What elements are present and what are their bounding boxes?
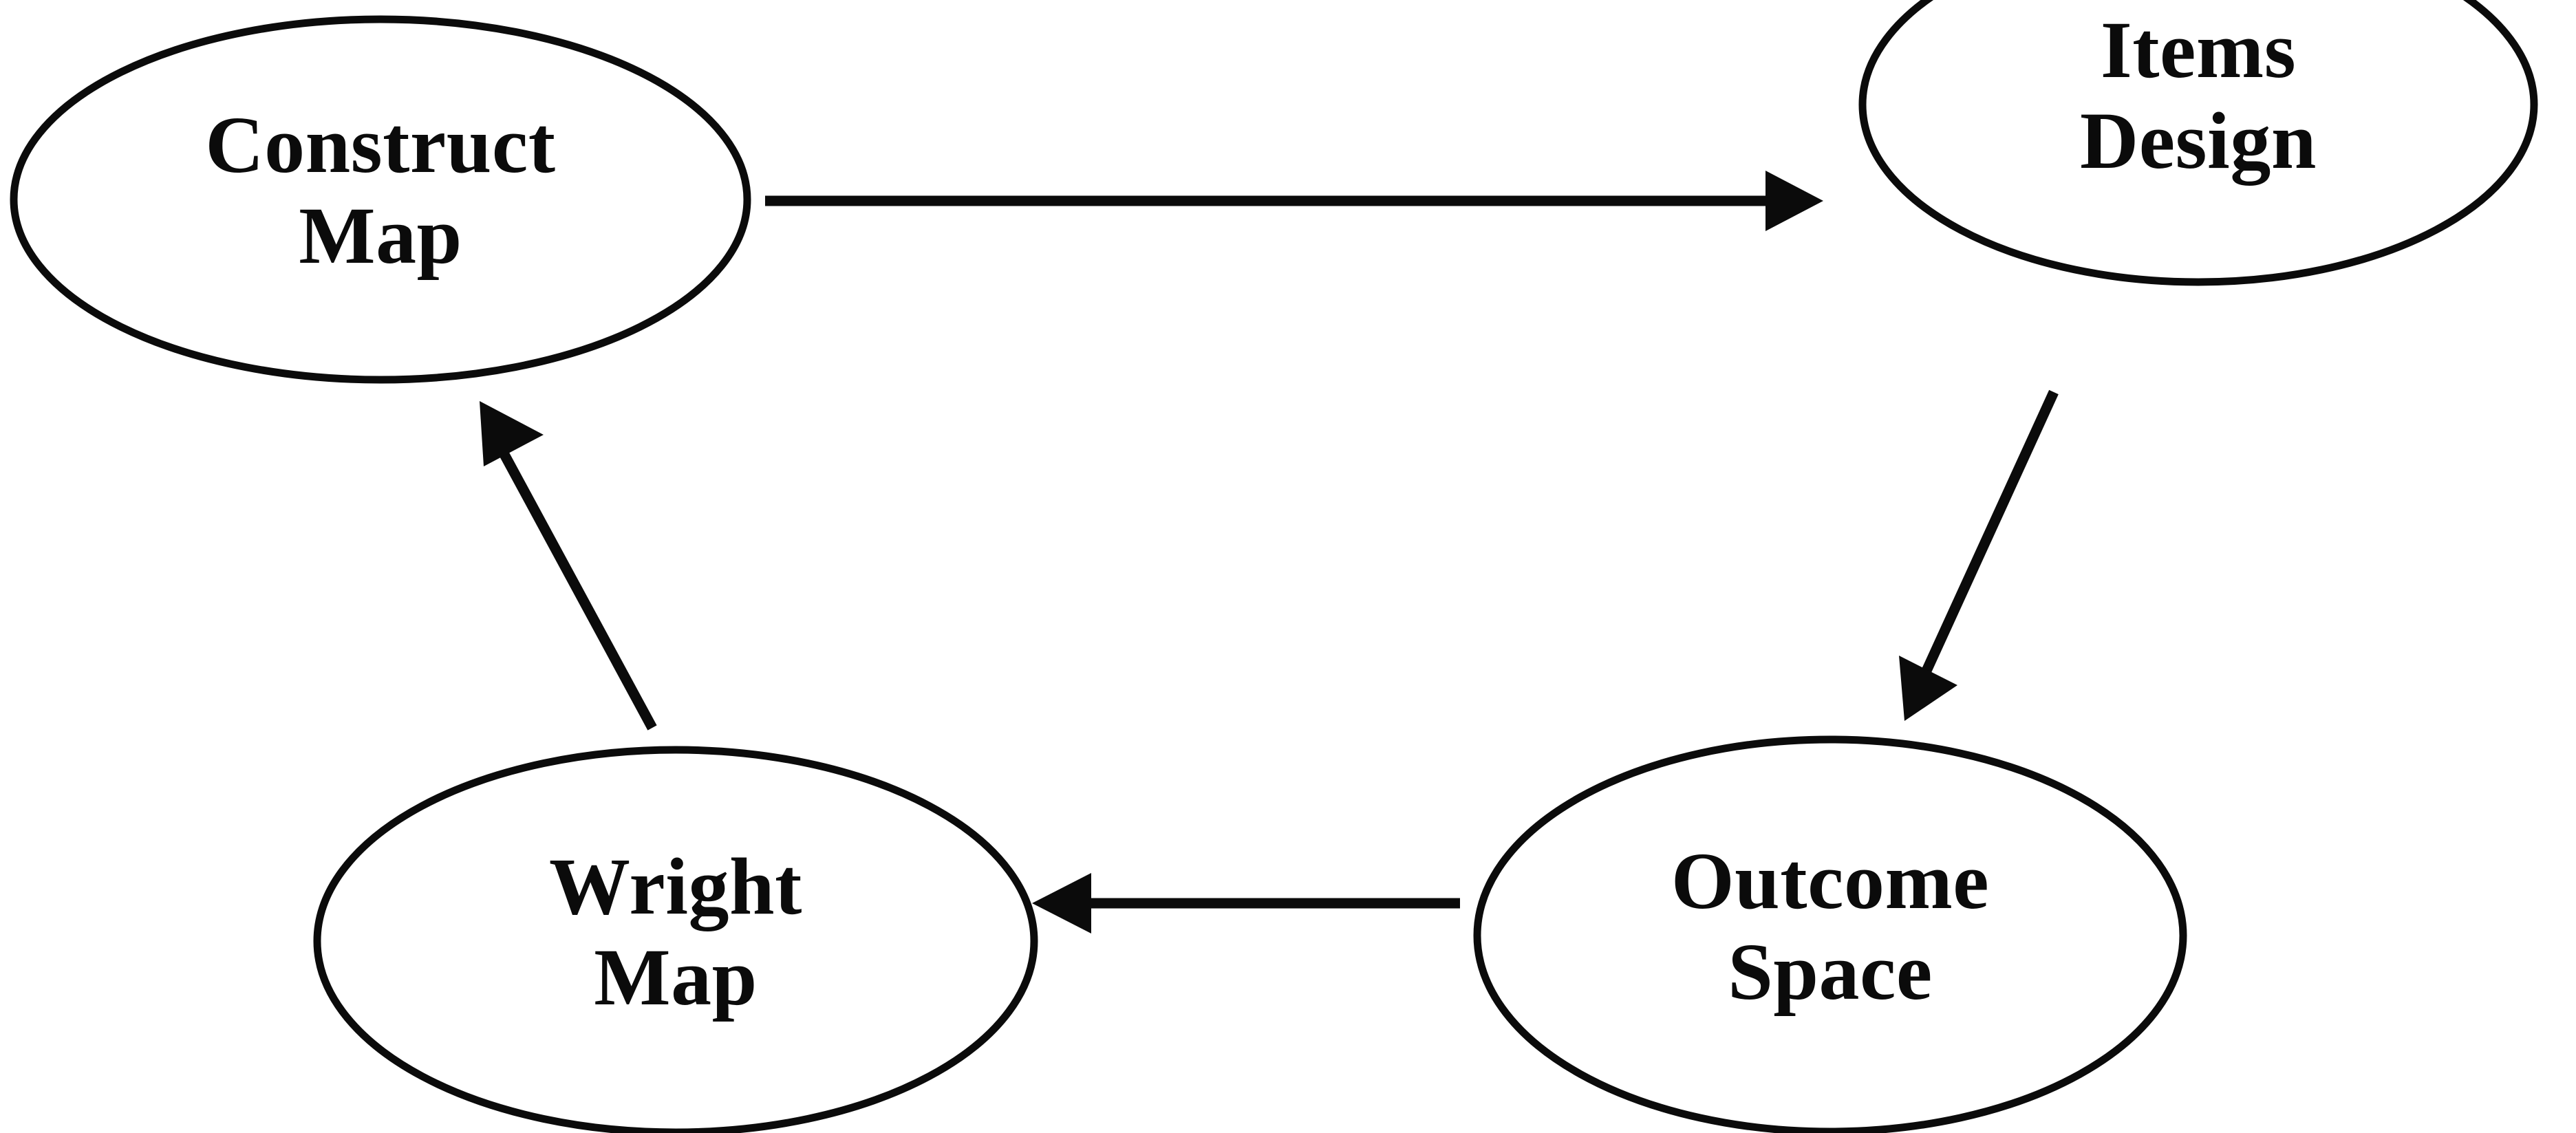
edge-construct-map-to-items-design[interactable] [765, 171, 1823, 231]
items-design-label-line1: Items [2101, 5, 2296, 95]
edge-outcome-space-to-wright-map[interactable] [1032, 873, 1460, 934]
node-construct-map[interactable]: Construct Map [10, 15, 751, 384]
wright-map-ellipse [313, 746, 1038, 1133]
arrowhead-left-icon [1032, 873, 1091, 934]
arrowhead-right-icon [1765, 171, 1823, 231]
construct-map-label-line1: Construct [205, 100, 555, 190]
edge-line-items-design-to-outcome-space [1922, 389, 2059, 673]
items-design-ellipse [1858, 0, 2538, 286]
node-outcome-space[interactable]: Outcome Space [1473, 735, 2187, 1133]
node-items-design[interactable]: Items Design [1858, 0, 2538, 286]
outcome-space-label-line2: Space [1728, 927, 1933, 1017]
edge-wright-map-to-construct-map[interactable] [480, 401, 657, 731]
construct-map-label-line2: Map [299, 191, 462, 281]
construct-map-ellipse [10, 15, 751, 384]
items-design-label-line2: Design [2080, 96, 2317, 186]
arrowhead-up-left-icon [480, 401, 544, 466]
outcome-space-ellipse [1473, 735, 2187, 1133]
outcome-space-label-line1: Outcome [1671, 836, 1989, 926]
wright-map-label-line2: Map [594, 932, 758, 1022]
edge-items-design-to-outcome-space[interactable] [1899, 389, 2059, 721]
node-wright-map[interactable]: Wright Map [313, 746, 1038, 1133]
arrowhead-down-left-icon [1899, 656, 1957, 721]
edge-line-wright-map-to-construct-map [497, 448, 657, 731]
wright-map-label-line1: Wright [549, 841, 802, 931]
